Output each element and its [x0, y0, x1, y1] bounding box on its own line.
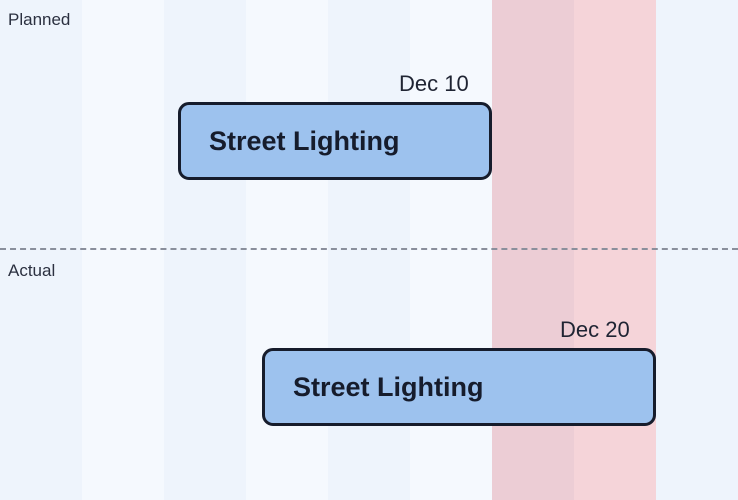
actual-task-label: Street Lighting	[293, 371, 484, 402]
timeline-column	[0, 0, 82, 500]
planned-section-label: Planned	[8, 10, 71, 29]
actual-section-label: Actual	[8, 261, 56, 280]
timeline-column	[656, 0, 738, 500]
timeline-column	[164, 0, 246, 500]
planned-task-label: Street Lighting	[209, 125, 400, 156]
timeline-column	[82, 0, 164, 500]
planned-task-bar[interactable]: Street Lighting	[178, 102, 492, 180]
actual-end-date: Dec 20	[560, 317, 630, 342]
planned-end-date: Dec 10	[399, 71, 469, 96]
section-divider	[0, 248, 738, 250]
actual-task-bar[interactable]: Street Lighting	[262, 348, 656, 426]
